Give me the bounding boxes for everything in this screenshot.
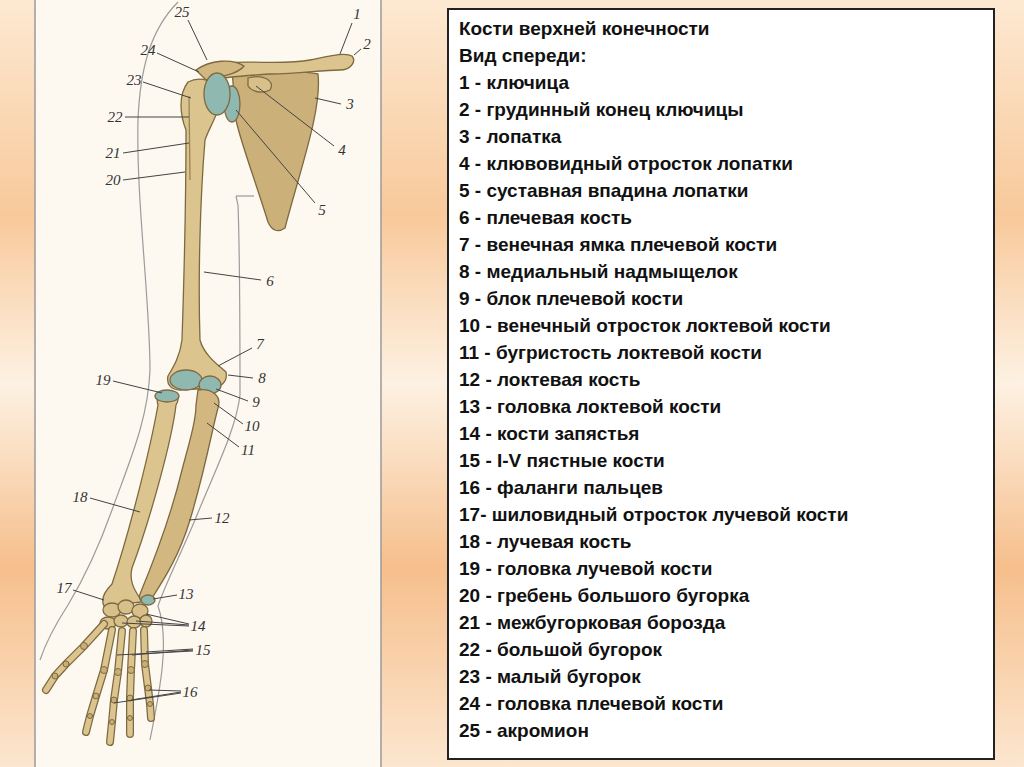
hand-bones	[46, 624, 153, 742]
list-item: 20 - гребень большого бугорка	[459, 582, 983, 609]
callout-number: 7	[256, 336, 264, 352]
bones	[100, 54, 354, 629]
list-item: 5 - суставная впадина лопатки	[459, 177, 983, 204]
callout-number: 17	[57, 580, 72, 596]
list-item: 22 - большой бугорок	[459, 636, 983, 663]
callout-number: 24	[141, 42, 156, 58]
callout-number: 21	[106, 145, 121, 161]
callout-number: 2	[363, 36, 371, 52]
illustration-panel	[35, 0, 381, 767]
list-item: 11 - бугристость локтевой кости	[459, 339, 983, 366]
list-item: 21 - межбугорковая борозда	[459, 609, 983, 636]
list-item: 8 - медиальный надмыщелок	[459, 258, 983, 285]
callout-number: 9	[252, 394, 260, 410]
callout-number: 14	[191, 618, 206, 634]
callout-number: 4	[338, 142, 346, 158]
legend-panel: Кости верхней конечностиВид спереди:1 - …	[447, 8, 995, 760]
callout-number: 8	[258, 370, 266, 386]
list-item: 24 - головка плечевой кости	[459, 690, 983, 717]
list-item: 2 - грудинный конец ключицы	[459, 96, 983, 123]
callout-number: 22	[108, 109, 123, 125]
callout-number: 18	[73, 489, 88, 505]
callout-number: 15	[196, 642, 211, 658]
callout-number: 3	[346, 96, 354, 112]
callout-number: 6	[266, 273, 274, 289]
callout-number: 11	[241, 442, 255, 458]
leader-lines	[73, 20, 361, 703]
callout-number: 19	[96, 372, 111, 388]
list-item: 25 - акромион	[459, 717, 983, 744]
callout-number: 20	[106, 172, 121, 188]
callout-number: 1	[353, 6, 361, 22]
panel-heading: Вид спереди:	[459, 42, 983, 69]
list-item: 3 - лопатка	[459, 123, 983, 150]
list-item: 18 - лучевая кость	[459, 528, 983, 555]
list-item: 14 - кости запястья	[459, 420, 983, 447]
list-item: 1 - ключица	[459, 69, 983, 96]
callout-number: 25	[175, 4, 190, 20]
callout-number: 16	[183, 684, 198, 700]
list-item: 19 - головка лучевой кости	[459, 555, 983, 582]
list-item: 10 - венечный отросток локтевой кости	[459, 312, 983, 339]
list-item: 13 - головка локтевой кости	[459, 393, 983, 420]
list-item: 15 - I-V пястные кости	[459, 447, 983, 474]
callout-number: 23	[127, 72, 142, 88]
callout-number: 12	[215, 510, 230, 526]
callout-number: 5	[318, 202, 326, 218]
callout-number: 13	[179, 586, 194, 602]
list-item: 23 - малый бугорок	[459, 663, 983, 690]
arm-silhouette	[40, 2, 254, 740]
list-item: 4 - клювовидный отросток лопатки	[459, 150, 983, 177]
list-item: 12 - локтевая кость	[459, 366, 983, 393]
list-item: 17- шиловидный отросток лучевой кости	[459, 501, 983, 528]
list-item: 7 - венечная ямка плечевой кости	[459, 231, 983, 258]
panel-heading: Кости верхней конечности	[459, 15, 983, 42]
callout-number: 10	[245, 418, 260, 434]
list-item: 16 - фаланги пальцев	[459, 474, 983, 501]
list-item: 9 - блок плечевой кости	[459, 285, 983, 312]
list-item: 6 - плечевая кость	[459, 204, 983, 231]
